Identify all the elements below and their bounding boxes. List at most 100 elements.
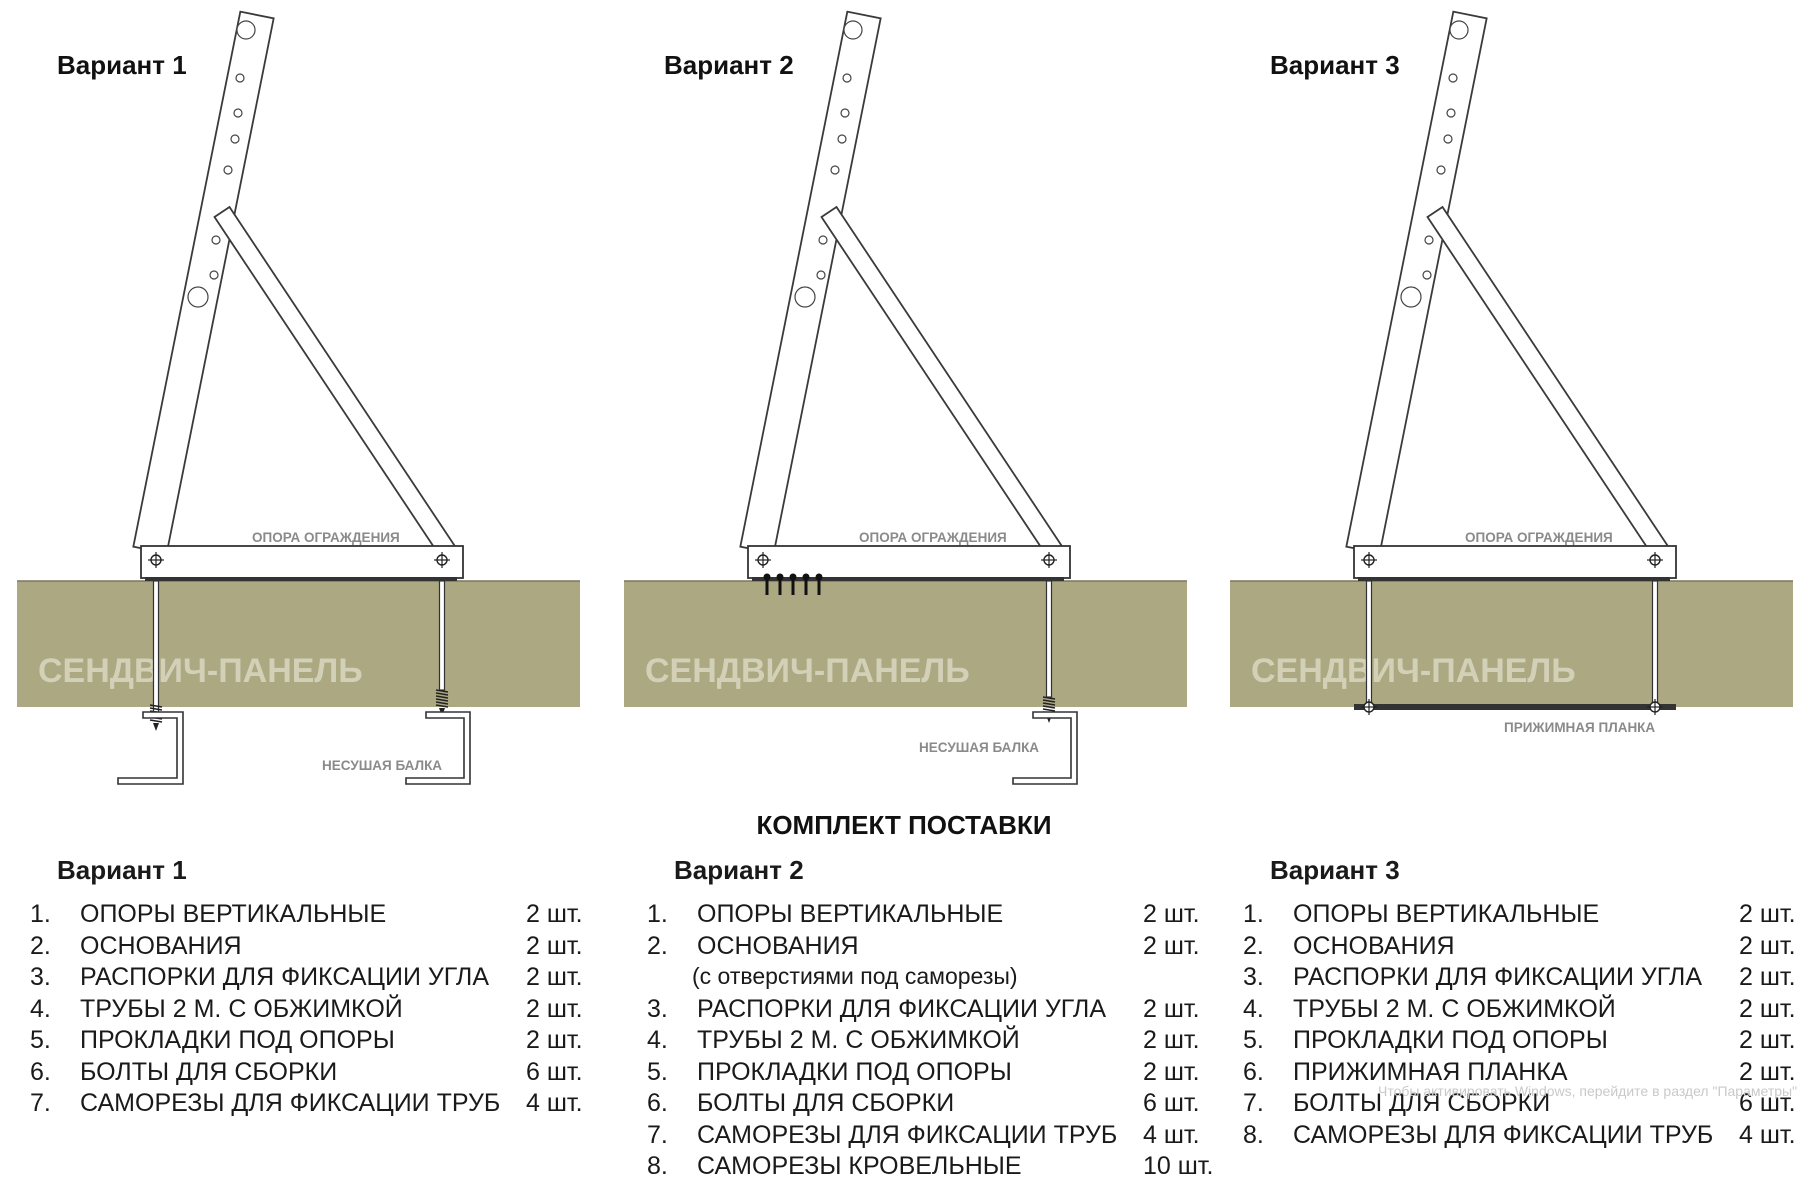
kit-item-name: ОСНОВАНИЯ	[1293, 931, 1455, 960]
kit-item-number: 3.	[647, 994, 668, 1023]
base-plate	[747, 545, 1071, 579]
thread-line	[1042, 708, 1056, 712]
beam-profile	[405, 711, 471, 785]
kit-item-qty: 2 шт.	[1143, 994, 1200, 1023]
beam-label: НЕСУШАЯ БАЛКА	[919, 740, 1039, 755]
thread-line	[149, 704, 163, 708]
kit-item: 2. ОСНОВАНИЯ 2 шт.	[30, 931, 583, 964]
kit-item-number: 8.	[1243, 1120, 1264, 1149]
angle-strut	[1426, 205, 1670, 559]
kit-item-number: 2.	[647, 931, 668, 960]
mounting-hole-icon	[1436, 165, 1446, 175]
thread-line	[1042, 699, 1056, 703]
panel-label: СЕНДВИЧ-ПАНЕЛЬ	[38, 652, 363, 690]
kit-title: КОМПЛЕКТ ПОСТАВКИ	[756, 810, 1052, 840]
kit-item-number: 4.	[1243, 994, 1264, 1023]
kit-item-name: САМОРЕЗЫ ДЛЯ ФИКСАЦИИ ТРУБ	[80, 1089, 501, 1117]
kit-item-qty: 2 шт.	[526, 931, 583, 960]
kit-item-number: 2.	[30, 931, 51, 960]
kit-item: 8. САМОРЕЗЫ ДЛЯ ФИКСАЦИИ ТРУБ 4 шт.	[1243, 1120, 1796, 1153]
mounting-hole-icon	[816, 270, 826, 280]
kit-item-qty: 6 шт.	[526, 1057, 583, 1086]
kit-item-number: 6.	[647, 1089, 668, 1117]
kit-item-number: 6.	[30, 1057, 51, 1086]
kit-variant-title: Вариант 3	[1270, 855, 1400, 885]
kit-item-name: ПРОКЛАДКИ ПОД ОПОРЫ	[1293, 1026, 1608, 1054]
kit-item-note-text: (с отверстиями под саморезы)	[692, 963, 1018, 989]
mounting-hole-icon	[223, 165, 233, 175]
kit-item: 6. ПРИЖИМНАЯ ПЛАНКА 2 шт.	[1243, 1057, 1796, 1090]
vertical-support	[739, 10, 882, 555]
kit-item-qty: 2 шт.	[1143, 1057, 1200, 1086]
kit-item-name: ТРУБЫ 2 М. С ОБЖИМКОЙ	[1293, 994, 1616, 1023]
thread-line	[435, 689, 449, 693]
mounting-hole-icon	[209, 270, 219, 280]
mounting-hole-icon	[840, 108, 850, 118]
vertical-support	[132, 10, 275, 555]
sandwich-panel	[17, 581, 580, 707]
kit-item-qty: 6 шт.	[1739, 1089, 1796, 1117]
mounting-hole-icon	[843, 20, 863, 40]
kit-item-name: ТРУБЫ 2 М. С ОБЖИМКОЙ	[697, 1026, 1020, 1054]
kit-item-name: БОЛТЫ ДЛЯ СБОРКИ	[80, 1057, 338, 1086]
kit-item-name: ТРУБЫ 2 М. С ОБЖИМКОЙ	[80, 994, 403, 1023]
kit-item-name: ОСНОВАНИЯ	[697, 931, 859, 960]
mounting-hole-icon	[211, 235, 221, 245]
kit-item-number: 7.	[1243, 1089, 1264, 1117]
thread-line	[1042, 705, 1056, 709]
kit-item-number: 1.	[647, 900, 668, 928]
clamp-plate	[1354, 704, 1676, 710]
kit-item-qty: 2 шт.	[1143, 1026, 1200, 1054]
kit-item-name: ОСНОВАНИЯ	[80, 931, 242, 960]
kit-item-name: САМОРЕЗЫ ДЛЯ ФИКСАЦИИ ТРУБ	[1293, 1120, 1714, 1149]
screw-head	[802, 573, 810, 581]
kit-item-qty: 2 шт.	[1739, 1057, 1796, 1086]
kit-item-number: 4.	[647, 1026, 668, 1054]
thread-line	[435, 704, 449, 708]
kit-item-qty: 2 шт.	[526, 994, 583, 1023]
panel-label: СЕНДВИЧ-ПАНЕЛЬ	[645, 652, 970, 690]
kit-item-name: ПРОКЛАДКИ ПОД ОПОРЫ	[697, 1057, 1012, 1086]
threaded-rod	[1365, 580, 1373, 708]
kit-item-name: ПРИЖИМНАЯ ПЛАНКА	[1293, 1057, 1568, 1086]
beam-profile	[117, 711, 184, 785]
kit-item-qty: 4 шт.	[1739, 1120, 1796, 1149]
support-label: ОПОРА ОГРАЖДЕНИЯ	[252, 530, 400, 545]
kit-variant-title: Вариант 1	[57, 855, 187, 885]
mounting-hole-icon	[1449, 20, 1469, 40]
mounting-hole-icon	[818, 235, 828, 245]
kit-item-qty: 2 шт.	[1739, 963, 1796, 991]
mounting-hole-icon	[1422, 270, 1432, 280]
mounting-hole-icon	[1400, 286, 1422, 308]
mounting-hole-icon	[842, 73, 852, 83]
base-pad	[752, 577, 1064, 581]
kit-item-name: БОЛТЫ ДЛЯ СБОРКИ	[697, 1089, 955, 1117]
mounting-hole-icon	[830, 165, 840, 175]
thread-line	[435, 695, 449, 699]
base-plate	[1353, 545, 1677, 579]
variant-title: Вариант 2	[664, 50, 794, 80]
mounting-hole-icon	[837, 134, 847, 144]
screw-head	[776, 573, 784, 581]
mounting-hole-icon	[1446, 108, 1456, 118]
mounting-hole-icon	[235, 73, 245, 83]
kit-item-note: (с отверстиями под саморезы)	[647, 963, 1018, 995]
kit-item-number: 6.	[1243, 1057, 1264, 1086]
kit-item-qty: 6 шт.	[1143, 1089, 1200, 1117]
kit-item-name: ОПОРЫ ВЕРТИКАЛЬНЫЕ	[80, 900, 387, 928]
angle-strut	[213, 205, 457, 559]
thread-line	[149, 707, 163, 711]
